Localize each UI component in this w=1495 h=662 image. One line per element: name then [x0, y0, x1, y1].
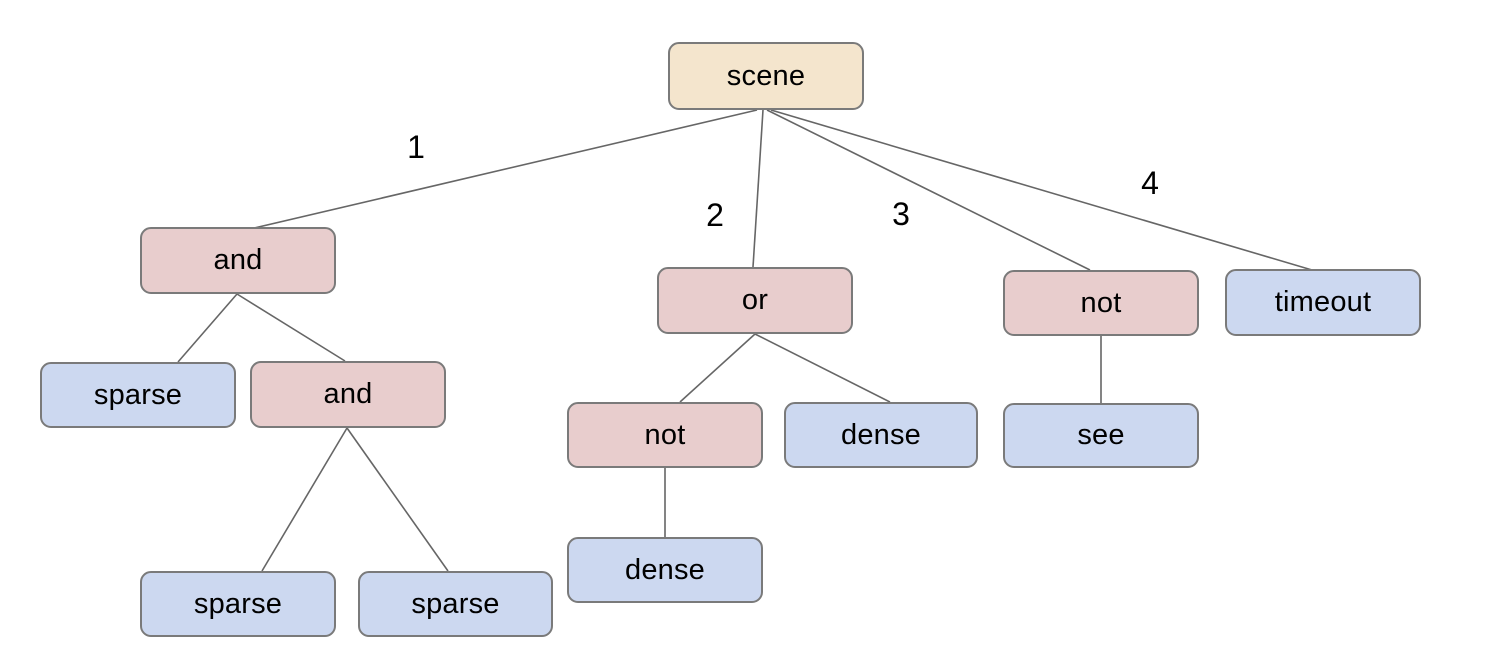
tree-node-sparse-2: sparse: [140, 571, 336, 637]
tree-node-or: or: [657, 267, 853, 334]
tree-node-timeout: timeout: [1225, 269, 1421, 336]
edge-or-not: [679, 333, 756, 403]
edge-scene-timeout: [770, 109, 1313, 271]
edge-label-2: 2: [706, 197, 724, 233]
tree-node-scene: scene: [668, 42, 864, 110]
tree-node-see: see: [1003, 403, 1199, 468]
tree-node-dense-2: dense: [567, 537, 763, 603]
edge-or-dense: [754, 333, 891, 403]
edge-label-4: 4: [1141, 165, 1159, 201]
tree-node-not-2: not: [567, 402, 763, 468]
edge-and2-sparse2: [346, 427, 449, 572]
edge-label-3: 3: [892, 196, 910, 232]
tree-node-sparse-3: sparse: [358, 571, 553, 637]
edge-and-sparse: [177, 293, 238, 363]
edge-and-and: [236, 293, 346, 362]
tree-node-dense-1: dense: [784, 402, 978, 468]
edge-scene-not: [766, 109, 1091, 271]
tree-node-not-1: not: [1003, 270, 1199, 336]
tree-node-sparse-1: sparse: [40, 362, 236, 428]
tree-node-and-1: and: [140, 227, 336, 294]
edge-scene-and: [249, 109, 758, 230]
tree-node-and-2: and: [250, 361, 446, 428]
edge-scene-or: [752, 109, 764, 268]
edge-label-1: 1: [407, 129, 425, 165]
edge-and2-sparse1: [261, 427, 348, 572]
